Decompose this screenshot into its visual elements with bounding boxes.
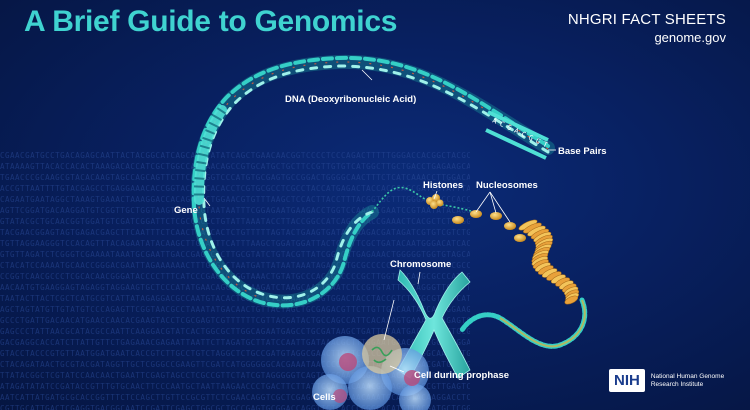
gene-label: Gene xyxy=(174,205,198,216)
base-letter: C xyxy=(498,120,505,129)
label-pointer-lines xyxy=(203,69,556,373)
nucleosomes-chain xyxy=(452,210,526,242)
chromosome-label: Chromosome xyxy=(390,259,452,270)
nih-logo: NIH National Human Genome Research Insti… xyxy=(609,369,731,392)
prophase-cell xyxy=(362,334,402,374)
brand-url: genome.gov xyxy=(654,30,726,45)
institute-name: National Human Genome Research Institute xyxy=(650,372,725,388)
base-letter: A xyxy=(513,127,521,136)
histones-cluster xyxy=(426,194,444,209)
histones-label: Histones xyxy=(423,180,464,191)
nucleosomes-label: Nucleosomes xyxy=(476,180,538,191)
cells-label: Cells xyxy=(313,392,336,403)
nih-badge: NIH xyxy=(609,369,645,392)
gene-segment-stripes xyxy=(193,107,227,201)
brand-block: NHGRI FACT SHEETS genome.gov xyxy=(568,11,726,45)
chromatin-fiber xyxy=(371,186,481,215)
coil-bead xyxy=(564,295,579,305)
base-letter: G xyxy=(527,134,534,143)
brand-name: NHGRI FACT SHEETS xyxy=(567,11,726,28)
condensed-chromatin-coil xyxy=(518,219,580,305)
base-letter: C xyxy=(520,130,527,139)
cell-cluster xyxy=(312,336,431,410)
supercoil-fiber xyxy=(459,297,588,349)
cell-prophase-label: Cell during prophase xyxy=(414,370,510,381)
dna-label: DNA (Deoxyribonucleic Acid) xyxy=(285,94,417,105)
base-letter: A xyxy=(491,117,499,126)
base-letter: G xyxy=(506,123,513,132)
page-title: A Brief Guide to Genomics xyxy=(24,5,398,38)
base-pairs-label: Base Pairs xyxy=(558,146,607,157)
base-letter: G xyxy=(534,137,541,146)
supercoil-fiber-core xyxy=(499,299,586,348)
base-letter: T xyxy=(542,140,550,149)
dna-strand-a xyxy=(191,55,550,308)
